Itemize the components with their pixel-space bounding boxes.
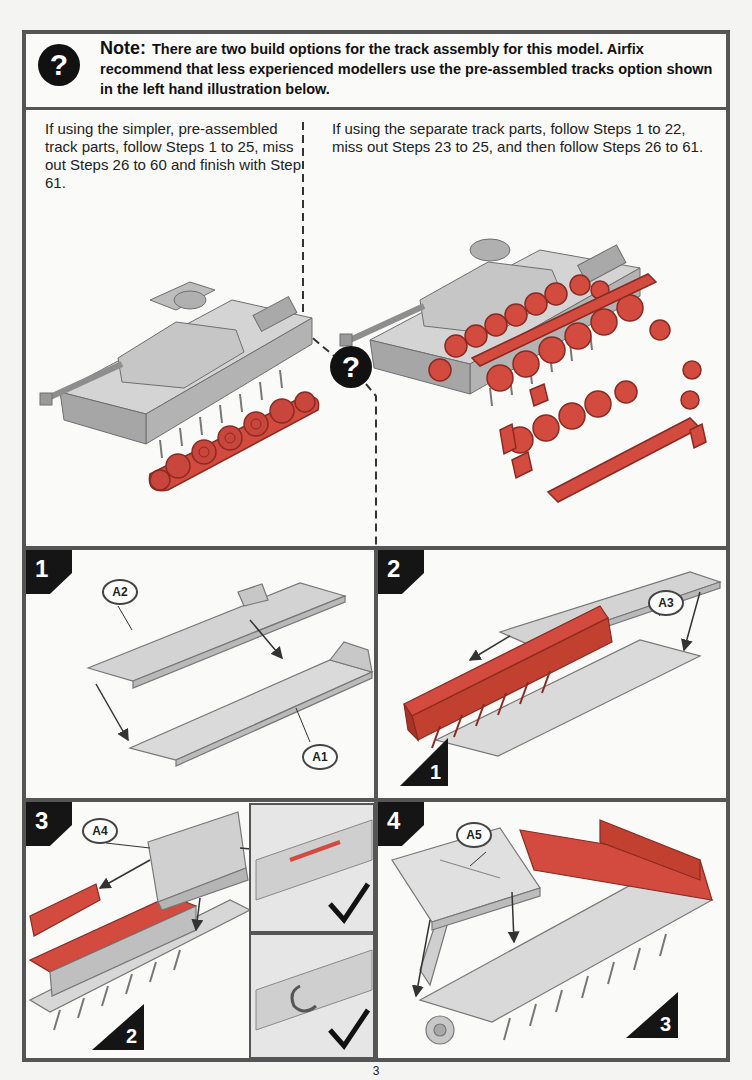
step1-parts [88,583,372,766]
step-number: 4 [387,808,400,834]
part-callout: A4 [82,818,118,844]
step-grid [24,548,728,1060]
step-panel: 1A2A1 [26,550,376,800]
part-number: A4 [92,824,107,838]
part-callout: A3 [648,590,684,616]
track-assembled [149,392,318,491]
note-heading: Note: [100,38,146,58]
tank-separate [340,239,640,406]
question-mark: ? [50,50,68,80]
step-ref-number: 1 [430,761,441,783]
step-number: 2 [387,556,400,582]
step-number: 1 [35,556,48,582]
part-number: A3 [658,596,673,610]
step-badge: 4 [378,802,424,846]
step-badge: 1 [26,550,72,594]
step-reference: 2 [92,1004,144,1050]
step-reference: 3 [626,992,678,1038]
step-badge: 2 [378,550,424,594]
part-callout: A2 [102,579,138,605]
note-text: Note:There are two build options for the… [100,38,716,99]
option-note: If using the simpler, pre-assembled trac… [45,120,313,192]
step-badge: 3 [26,802,72,846]
step-ref-number: 2 [126,1025,137,1047]
step4-parts [392,820,712,1044]
page-frame [24,32,728,1060]
step3-leader [106,843,150,848]
step2-parts [404,572,720,756]
question-mark: ? [342,352,360,382]
part-callout: A1 [302,744,338,770]
step3-arrows [100,848,262,930]
step1-arrows [96,620,282,740]
step-panel: 4A5 3 [378,802,726,1058]
step4-leader [470,852,486,866]
note-band: Note:There are two build options for the… [26,34,726,110]
step4-arrows [416,892,514,996]
part-callout: A5 [456,822,492,848]
step-panel: 2A3 1 [378,550,726,800]
option-note: If using the separate track parts, follo… [332,120,720,156]
part-number: A5 [466,828,481,842]
question-icon: ? [38,44,80,86]
step-ref-number: 3 [660,1013,671,1035]
detail-insets [250,804,374,1058]
step1-leaders [118,606,310,742]
question-icon: ? [330,346,372,388]
part-number: A2 [112,585,127,599]
step3-parts [30,812,250,1030]
track-parts-exploded [429,274,706,502]
step-panel: 3A4 2 [26,802,248,1058]
note-body: There are two build options for the trac… [100,41,712,97]
step-number: 3 [35,808,48,834]
page-number: 3 [356,1062,396,1080]
step2-arrows [470,592,700,660]
step-reference: 1 [400,738,448,786]
part-number: A1 [312,750,327,764]
